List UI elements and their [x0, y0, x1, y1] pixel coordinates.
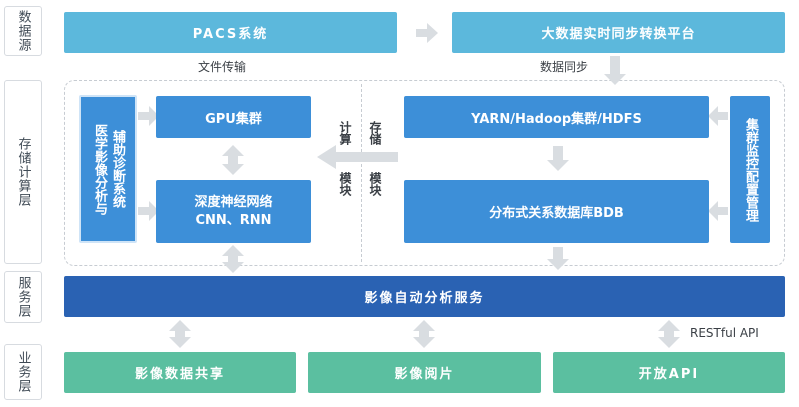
- dnn-label-line1: 深度神经网络: [194, 194, 273, 210]
- arrow-monitor-to-yarn: [708, 106, 728, 126]
- distributed-db-label: 分布式关系数据库BDB: [489, 206, 624, 221]
- image-reading-box: 影像阅片: [308, 352, 541, 393]
- cluster-monitor-box: 集群监控配置管理: [730, 96, 770, 243]
- image-reading-label: 影像阅片: [394, 367, 455, 382]
- arrow-diagnosis-to-dnn: [138, 201, 159, 221]
- compute-module-b: 模块: [338, 172, 352, 196]
- arrow-monitor-to-bdb: [708, 201, 728, 221]
- open-api-box: 开放API: [553, 352, 785, 393]
- arrow-bdb-to-service: [547, 247, 569, 270]
- layer-label-data-source: 数据源: [4, 6, 42, 56]
- arrow-gpu-dnn: [222, 145, 244, 175]
- arrow-diagnosis-to-gpu: [138, 106, 159, 126]
- layer-label-service: 服务层: [4, 271, 42, 323]
- data-sync-caption: 数据同步: [540, 60, 589, 74]
- yarn-cluster-box: YARN/Hadoop集群/HDFS: [404, 96, 709, 138]
- diagnosis-system-col2: 辅助诊断系统: [110, 130, 125, 208]
- arrow-service-reading: [413, 320, 435, 348]
- dnn-box: 深度神经网络 CNN、RNN: [156, 180, 311, 243]
- layer-label-data-source-text: 数据源: [15, 10, 31, 52]
- storage-module-b: 模块: [368, 172, 382, 196]
- pacs-system-box: PACS系统: [64, 12, 397, 53]
- yarn-cluster-label: YARN/Hadoop集群/HDFS: [471, 111, 642, 127]
- cluster-monitor-label: 集群监控配置管理: [743, 117, 758, 222]
- arrow-service-sharing: [169, 320, 191, 348]
- gpu-cluster-box: GPU集群: [156, 96, 311, 138]
- restful-api-caption: RESTful API: [690, 326, 759, 340]
- arrow-dnn-service: [222, 245, 244, 273]
- diagnosis-system-col1: 医学影像分析与: [92, 123, 107, 215]
- bigdata-platform-label: 大数据实时同步转换平台: [541, 27, 696, 42]
- storage-module-a: 存储: [368, 121, 382, 145]
- compute-module-a: 计算: [338, 121, 352, 145]
- image-sharing-label: 影像数据共享: [134, 367, 225, 382]
- diagnosis-system-box: 医学影像分析与 辅助诊断系统: [79, 95, 137, 243]
- image-analysis-service-box: 影像自动分析服务: [64, 276, 785, 317]
- storage-compute-region: [64, 80, 785, 266]
- layer-label-storage-compute: 存储计算层: [4, 80, 42, 264]
- arrow-service-openapi: [658, 320, 680, 348]
- image-sharing-box: 影像数据共享: [64, 352, 296, 393]
- bigdata-platform-box: 大数据实时同步转换平台: [452, 12, 785, 53]
- dnn-label-line2: CNN、RNN: [195, 212, 272, 228]
- file-transfer-caption: 文件传输: [198, 60, 247, 74]
- distributed-db-box: 分布式关系数据库BDB: [404, 180, 709, 243]
- image-analysis-service-label: 影像自动分析服务: [364, 291, 485, 306]
- layer-label-business-text: 业务层: [15, 351, 31, 393]
- gpu-cluster-label: GPU集群: [205, 111, 262, 127]
- open-api-label: 开放API: [638, 367, 700, 382]
- layer-label-service-text: 服务层: [15, 276, 31, 318]
- layer-label-storage-compute-text: 存储计算层: [15, 137, 31, 207]
- compute-storage-divider: [361, 84, 362, 262]
- arrow-yarn-to-bdb: [547, 146, 569, 171]
- arrow-platform-to-yarn: [604, 56, 626, 85]
- arrow-storage-to-compute: [317, 145, 398, 169]
- pacs-system-label: PACS系统: [192, 27, 269, 42]
- layer-label-business: 业务层: [4, 344, 42, 400]
- arrow-pacs-to-platform: [416, 23, 438, 43]
